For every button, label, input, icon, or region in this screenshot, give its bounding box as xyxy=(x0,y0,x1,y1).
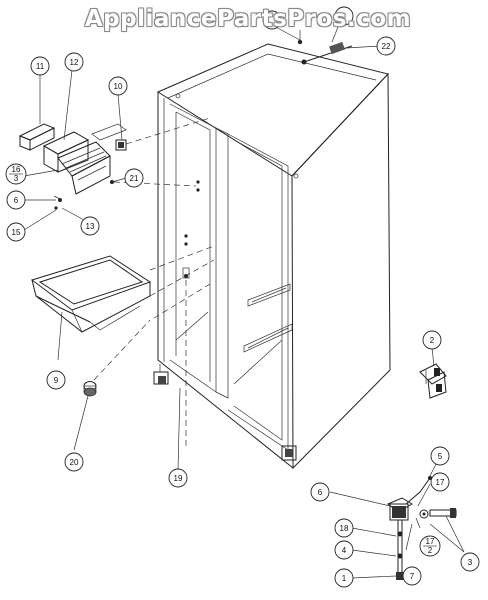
part-20 xyxy=(83,381,97,397)
callout-8-label: 6 xyxy=(318,488,323,497)
callout-22: 22 xyxy=(376,36,396,56)
callout-19: 19 xyxy=(168,468,188,488)
callout-2-label: 2 xyxy=(430,336,435,345)
callout-8: 6 xyxy=(310,482,330,502)
callout-19-label: 19 xyxy=(174,474,183,483)
callout-17a: 17 xyxy=(430,472,450,492)
callout-4-label: 4 xyxy=(342,546,347,555)
callout-15-label: 15 xyxy=(12,228,21,237)
ice-bin xyxy=(30,255,152,333)
callout-13: 13 xyxy=(80,216,100,236)
callout-3b-label: 3 xyxy=(468,558,473,567)
lower-right-assembly xyxy=(387,476,457,580)
callout-6-label: 6 xyxy=(14,196,19,205)
callout-21: 21 xyxy=(124,168,144,188)
callout-20-label: 20 xyxy=(70,458,79,467)
callout-15: 15 xyxy=(6,222,26,242)
callout-2b-label: 2 xyxy=(428,546,433,555)
callout-9: 9 xyxy=(46,370,66,390)
callout-10-label: 10 xyxy=(114,82,123,91)
callout-3-label: 3 xyxy=(14,174,19,183)
callout-17a-label: 17 xyxy=(436,478,445,487)
callout-10: 10 xyxy=(108,76,128,96)
watermark: AppliancePartsPros.com xyxy=(84,6,412,32)
callout-5-label: 5 xyxy=(438,452,443,461)
callout-11-label: 11 xyxy=(36,62,45,71)
callout-21-label: 21 xyxy=(130,174,139,183)
part-2-hinge xyxy=(419,363,447,399)
callout-22-label: 22 xyxy=(382,42,391,51)
part-22 xyxy=(297,30,353,65)
callout-4: 4 xyxy=(334,540,354,560)
callout-20: 20 xyxy=(64,452,84,472)
callout-labels: 11 12 10 163 21 6 13 15 9 20 19 2 22 5 6… xyxy=(5,36,480,588)
callout-12: 12 xyxy=(64,52,84,72)
callout-3: 3 xyxy=(460,552,480,572)
callout-7: 7 xyxy=(402,566,422,586)
refrigerator-cabinet xyxy=(153,43,391,470)
callout-2: 2 xyxy=(422,330,442,350)
callout-17-2: 172 xyxy=(419,535,441,557)
leader-lines xyxy=(23,21,465,579)
callout-6: 6 xyxy=(6,190,26,210)
callout-7-label: 7 xyxy=(410,572,415,581)
callout-12-label: 12 xyxy=(70,58,79,67)
callout-17b-label: 17 xyxy=(426,537,435,546)
callout-18: 18 xyxy=(334,518,354,538)
top-callouts xyxy=(262,6,354,30)
callout-13-label: 13 xyxy=(86,222,95,231)
callout-16-3: 163 xyxy=(5,163,27,185)
callout-9-label: 9 xyxy=(54,376,59,385)
callout-16-label: 16 xyxy=(12,165,21,174)
callout-1: 1 xyxy=(334,568,354,588)
callout-18-label: 18 xyxy=(340,524,349,533)
explosion-lines xyxy=(93,117,215,446)
callout-5: 5 xyxy=(430,446,450,466)
ice-maker-assembly xyxy=(18,123,127,210)
callout-1-label: 1 xyxy=(342,574,347,583)
callout-11: 11 xyxy=(30,56,50,76)
